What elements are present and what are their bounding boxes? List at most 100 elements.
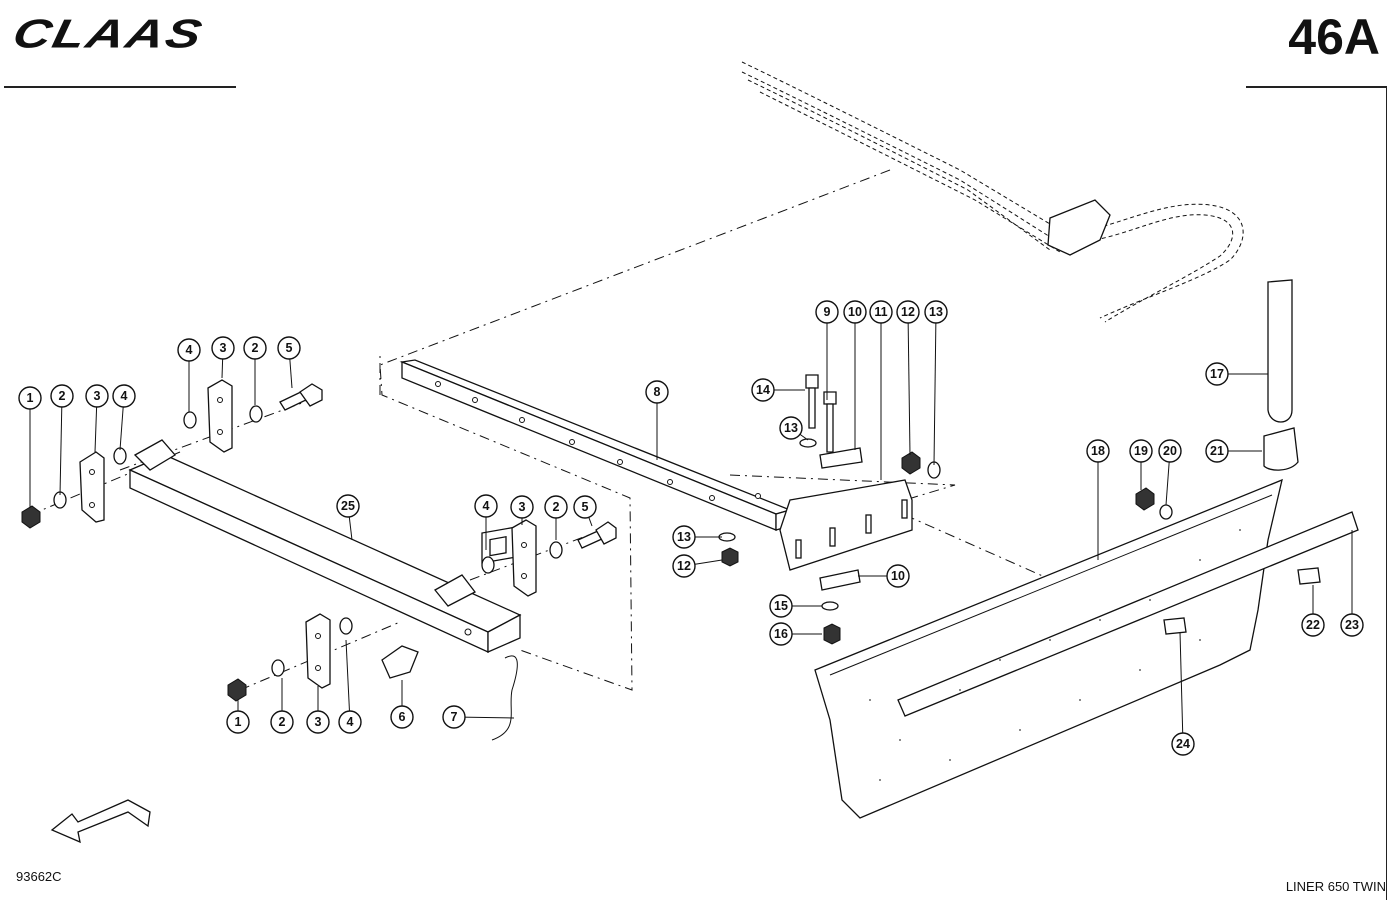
- part-callout-9: 9: [815, 300, 839, 400]
- part-callout-1: 1: [226, 700, 250, 734]
- part-callout-2: 2: [270, 678, 294, 734]
- part-callout-4: 4: [338, 639, 362, 734]
- model-name: LINER 650 TWIN: [1285, 879, 1386, 894]
- callout-number: 13: [929, 305, 943, 319]
- callout-balloon: [18, 386, 42, 410]
- callout-balloon: [1340, 613, 1364, 637]
- callout-balloon: [769, 622, 793, 646]
- callout-number: 3: [220, 341, 227, 355]
- header-rule-left: [4, 86, 236, 88]
- callout-balloon: [336, 494, 360, 518]
- callout-balloon: [843, 300, 867, 324]
- callout-number: 15: [774, 599, 788, 613]
- callout-number: 22: [1306, 618, 1320, 632]
- callout-number: 7: [451, 710, 458, 724]
- callout-balloon: [243, 336, 267, 360]
- callout-number: 11: [874, 305, 887, 319]
- part-callout-16: 16: [769, 622, 822, 646]
- part-callout-14: 14: [751, 378, 805, 402]
- callout-balloon: [1086, 439, 1110, 463]
- callout-balloon: [672, 525, 696, 549]
- callout-balloon: [1158, 439, 1182, 463]
- callout-number: 1: [27, 391, 34, 405]
- callout-balloon: [815, 300, 839, 324]
- part-callout-3: 3: [211, 336, 235, 379]
- drawing-id: 93662C: [16, 869, 62, 884]
- callout-balloon: [211, 336, 235, 360]
- callout-number: 19: [1134, 444, 1148, 458]
- mud-flap: [814, 279, 1359, 819]
- callout-balloon: [573, 495, 597, 519]
- callout-number: 24: [1176, 737, 1190, 751]
- part-callout-6: 6: [390, 680, 414, 729]
- callout-number: 8: [654, 385, 661, 399]
- part-callout-5: 5: [573, 495, 597, 527]
- beam-part-25: [128, 439, 522, 654]
- part-callout-23: 23: [1340, 530, 1364, 637]
- callout-balloon: [50, 384, 74, 408]
- callout-number: 3: [94, 389, 101, 403]
- part-callout-7: 7: [442, 705, 515, 729]
- assembly-lines: [29, 169, 1161, 691]
- callout-balloon: [779, 416, 803, 440]
- callout-balloon: [177, 338, 201, 362]
- callout-balloon: [510, 495, 534, 519]
- callout-balloon: [442, 705, 466, 729]
- left-hardware: [21, 379, 617, 741]
- part-callout-2: 2: [544, 495, 568, 540]
- callout-balloon: [645, 380, 669, 404]
- callout-number: 23: [1345, 618, 1359, 632]
- callout-number: 4: [347, 715, 354, 729]
- callout-number: 2: [252, 341, 259, 355]
- part-callout-21: 21: [1205, 439, 1262, 463]
- callout-balloon: [1205, 439, 1229, 463]
- callout-balloon: [226, 710, 250, 734]
- callout-number: 10: [848, 305, 862, 319]
- leader-line: [345, 639, 351, 723]
- callout-balloon: [672, 554, 696, 578]
- part-callout-1: 1: [18, 386, 42, 508]
- callout-number: 17: [1210, 367, 1224, 381]
- callout-number: 3: [315, 715, 322, 729]
- callout-balloon: [277, 336, 301, 360]
- part-callout-22: 22: [1301, 585, 1325, 637]
- part-callout-15: 15: [769, 594, 822, 618]
- part-callout-17: 17: [1205, 362, 1268, 386]
- part-callout-4: 4: [474, 494, 498, 550]
- callout-balloon: [1301, 613, 1325, 637]
- leader-line: [1179, 631, 1184, 745]
- part-callout-13: 13: [779, 416, 809, 441]
- callout-number: 1: [235, 715, 242, 729]
- header-rule-right: [1246, 86, 1386, 88]
- callout-balloon: [270, 710, 294, 734]
- part-callout-24: 24: [1171, 631, 1195, 756]
- part-callout-5: 5: [277, 336, 301, 389]
- callout-balloon: [474, 494, 498, 518]
- callout-number: 21: [1210, 444, 1224, 458]
- callout-number: 25: [341, 499, 355, 513]
- middle-plate: [718, 374, 941, 645]
- callout-number: 4: [186, 343, 193, 357]
- callout-balloon: [751, 378, 775, 402]
- part-callout-12: 12: [672, 554, 723, 578]
- callout-number: 13: [784, 421, 798, 435]
- callout-balloon: [896, 300, 920, 324]
- callout-balloon: [869, 300, 893, 324]
- callout-number: 20: [1163, 444, 1177, 458]
- callout-number: 13: [677, 530, 691, 544]
- leader-line: [907, 311, 911, 456]
- part-callout-2: 2: [50, 384, 74, 496]
- callout-number: 2: [279, 715, 286, 729]
- part-callout-13: 13: [924, 300, 948, 466]
- callout-balloon: [338, 710, 362, 734]
- callout-balloon: [886, 564, 910, 588]
- part-callout-10: 10: [858, 564, 910, 588]
- callout-balloon: [390, 705, 414, 729]
- callout-number: 10: [891, 569, 905, 583]
- ghost-drawbar: [741, 61, 1244, 323]
- callout-balloon: [1205, 362, 1229, 386]
- part-callout-2: 2: [243, 336, 267, 405]
- callout-number: 14: [756, 383, 770, 397]
